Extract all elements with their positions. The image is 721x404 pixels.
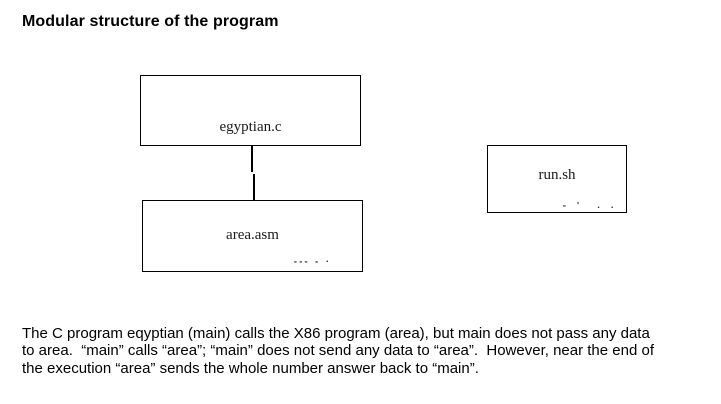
tiny-artifact-text-run: - ' . . <box>562 201 617 210</box>
tiny-artifact-text-area: --- - · <box>293 257 331 266</box>
module-box-run: run.sh - ' . . <box>487 145 627 213</box>
description-paragraph: The C program eqyptian (main) calls the … <box>22 325 654 377</box>
module-box-area: area.asm --- - · <box>142 200 363 272</box>
paragraph-line-2: to area. “main” calls “area”; “main” doe… <box>22 342 654 360</box>
connector-line-top <box>251 146 253 172</box>
module-label-egyptian: egyptian.c <box>219 119 282 135</box>
module-label-run: run.sh <box>538 167 576 183</box>
paragraph-line-1: The C program eqyptian (main) calls the … <box>22 325 650 342</box>
module-label-area: area.asm <box>226 227 279 243</box>
paragraph-line-3: the execution “area” sends the whole num… <box>22 359 479 377</box>
connector-line-bottom <box>253 174 255 201</box>
module-box-egyptian: egyptian.c <box>140 75 361 146</box>
page-title: Modular structure of the program <box>22 13 279 30</box>
